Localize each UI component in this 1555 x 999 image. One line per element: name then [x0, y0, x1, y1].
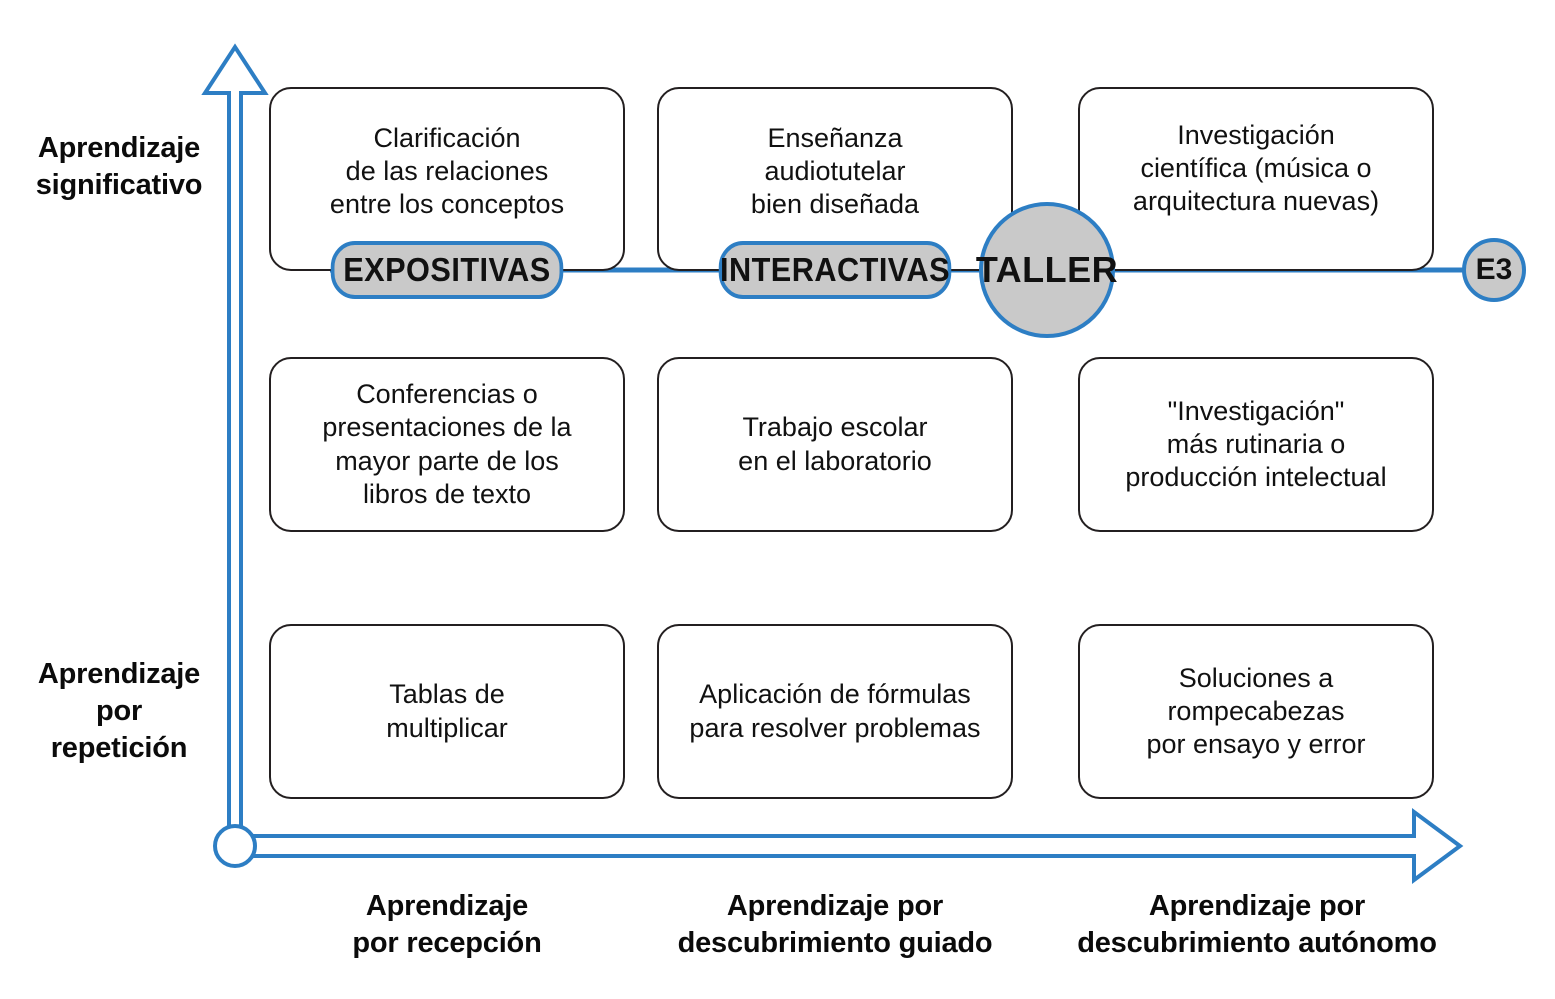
node-e3[interactable]: E3 — [1462, 238, 1526, 302]
origin-node — [213, 824, 257, 868]
cell-r3-c3: Soluciones a rompecabezas por ensayo y e… — [1078, 624, 1434, 799]
node-taller[interactable]: TALLER — [976, 202, 1118, 338]
cell-r1-c2: Enseñanza audiotutelar bien diseñada — [657, 87, 1013, 271]
cell-r2-c3: "Investigación" más rutinaria o producci… — [1078, 357, 1434, 532]
y-axis-top-label: Aprendizaje significativo — [35, 132, 203, 202]
node-interactivas[interactable]: INTERACTIVAS — [718, 241, 952, 299]
x-axis-label-2: Aprendizaje por descubrimiento guiado — [677, 890, 993, 960]
cell-r1-c3: Investigación científica (música o arqui… — [1078, 87, 1434, 271]
node-expositivas[interactable]: EXPOSITIVAS — [330, 241, 564, 299]
cell-r3-c1: Tablas de multiplicar — [269, 624, 625, 799]
y-axis-bottom-label: Aprendizaje por repetición — [37, 658, 201, 765]
x-axis-label-1: Aprendizaje por recepción — [352, 890, 542, 960]
cell-r3-c2: Aplicación de fórmulas para resolver pro… — [657, 624, 1013, 799]
cell-r2-c1: Conferencias o presentaciones de la mayo… — [269, 357, 625, 532]
cell-r2-c2: Trabajo escolar en el laboratorio — [657, 357, 1013, 532]
x-axis-label-3: Aprendizaje por descubrimiento autónomo — [1077, 890, 1437, 960]
y-axis-arrow — [201, 43, 269, 862]
x-axis-arrow — [230, 808, 1464, 884]
cell-r1-c1: Clarificación de las relaciones entre lo… — [269, 87, 625, 271]
